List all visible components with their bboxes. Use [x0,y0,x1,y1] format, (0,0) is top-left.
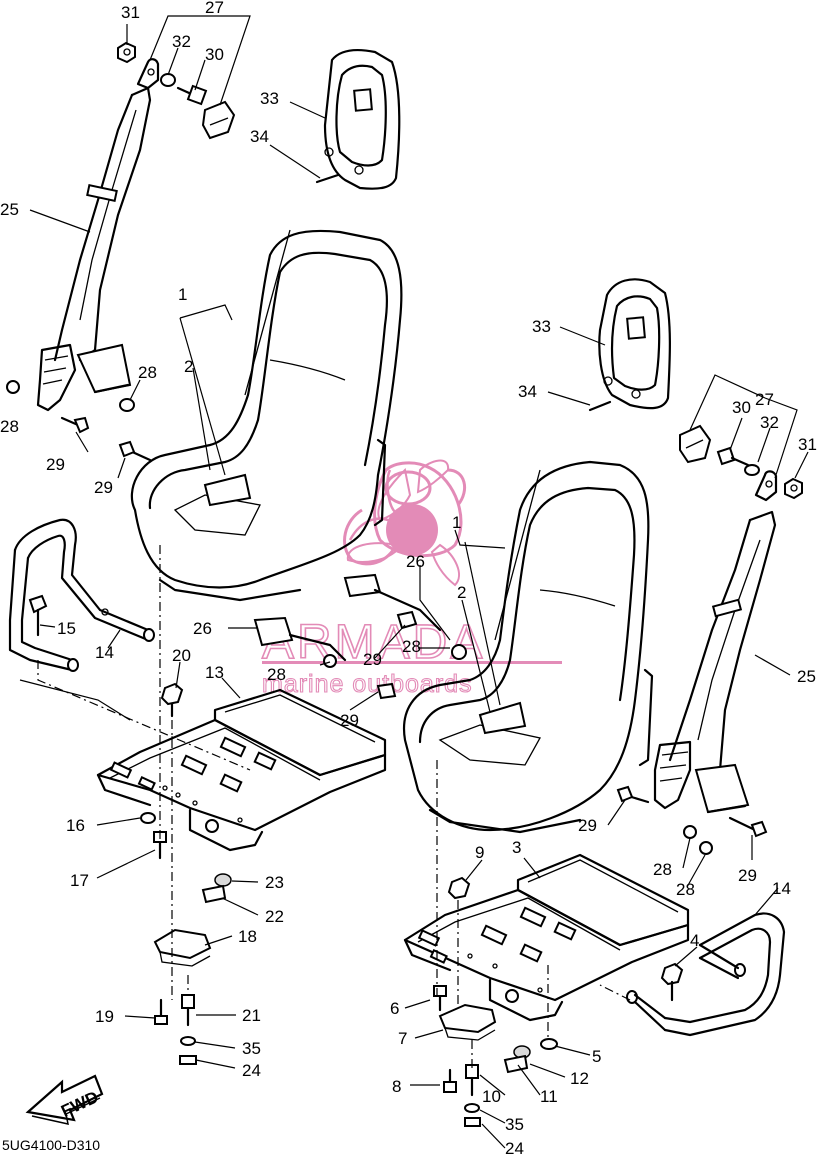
callout-1: 1 [178,285,187,304]
callout-34: 34 [518,382,537,401]
callout-27: 27 [755,390,774,409]
callout-25: 25 [0,200,19,219]
callout-4: 4 [690,931,699,950]
callout-28: 28 [0,417,19,436]
callout-31: 31 [798,435,817,454]
callout-1: 1 [452,513,461,532]
callout-35: 35 [505,1115,524,1134]
callout-25: 25 [797,667,816,686]
callout-13: 13 [205,663,224,682]
armada-watermark: ARMADA marine outboards [261,459,562,699]
seat-right [402,460,654,834]
callout-2: 2 [184,357,193,376]
seat-rail-right [403,853,690,1022]
callout-5: 5 [592,1047,601,1066]
callout-22: 22 [265,907,284,926]
callout-35: 35 [242,1039,261,1058]
callout-29: 29 [46,455,65,474]
seat-belt-buckles [253,573,467,700]
callout-32: 32 [760,413,779,432]
watermark-divider [262,661,562,664]
callout-32: 32 [172,32,191,51]
callout-28: 28 [676,880,695,899]
seat-rail-left [96,688,387,852]
leader-lines [29,15,809,1149]
seat-left [130,229,403,602]
callout-16: 16 [66,816,85,835]
callout-2: 2 [457,583,466,602]
callout-33: 33 [532,317,551,336]
propeller-logo [343,459,467,587]
callout-29: 29 [94,478,113,497]
callout-29: 29 [578,816,597,835]
callout-29: 29 [363,650,382,669]
callout-14: 14 [772,879,791,898]
fwd-arrow: FWD [25,1074,104,1125]
callout-26: 26 [406,552,425,571]
callout-28: 28 [653,860,672,879]
callout-24: 24 [505,1139,524,1156]
head-pad-right [588,278,671,412]
head-pad-left [315,49,401,190]
center-lines [19,545,631,1070]
callout-23: 23 [265,873,284,892]
callout-28: 28 [138,363,157,382]
hardware-top-left [117,41,236,140]
callout-29: 29 [738,866,757,885]
watermark-brand: ARMADA [262,616,485,669]
callout-28: 28 [402,637,421,656]
callout-6: 6 [390,999,399,1018]
callout-19: 19 [95,1007,114,1026]
callout-3: 3 [512,838,521,857]
hand-rail-right [626,912,786,1037]
callout-11: 11 [540,1087,558,1106]
seat-belt-right [653,510,777,814]
watermark-tagline: marine outboards [262,670,473,698]
callout-21: 21 [242,1006,261,1025]
callout-12: 12 [570,1069,589,1088]
callout-30: 30 [205,45,224,64]
callout-24: 24 [242,1061,261,1080]
callout-7: 7 [398,1029,407,1048]
diagram-code: 5UG4100-D310 [2,1137,100,1153]
hardware-left-rail [140,682,232,1065]
callout-18: 18 [238,927,257,946]
callout-14: 14 [95,643,114,662]
callout-20: 20 [172,646,191,665]
hardware-top-right [679,424,803,502]
callout-17: 17 [70,871,89,890]
callout-15: 15 [57,619,76,638]
hand-rail-left [8,518,155,672]
hardware-right-rail [433,876,558,1127]
hardware-right-belt [616,785,768,855]
callout-28: 28 [267,665,286,684]
callout-26: 26 [193,619,212,638]
callout-27: 27 [205,0,224,17]
hardware-left-belt [6,380,152,462]
callout-30: 30 [732,398,751,417]
callout-8: 8 [392,1077,401,1096]
callout-31: 31 [121,3,140,22]
seat-belt-left [36,58,160,412]
callout-33: 33 [260,89,279,108]
callout-10: 10 [482,1087,501,1106]
callout-9: 9 [475,843,484,862]
bolt-15 [28,594,48,637]
callout-29: 29 [340,711,359,730]
callout-34: 34 [250,127,269,146]
